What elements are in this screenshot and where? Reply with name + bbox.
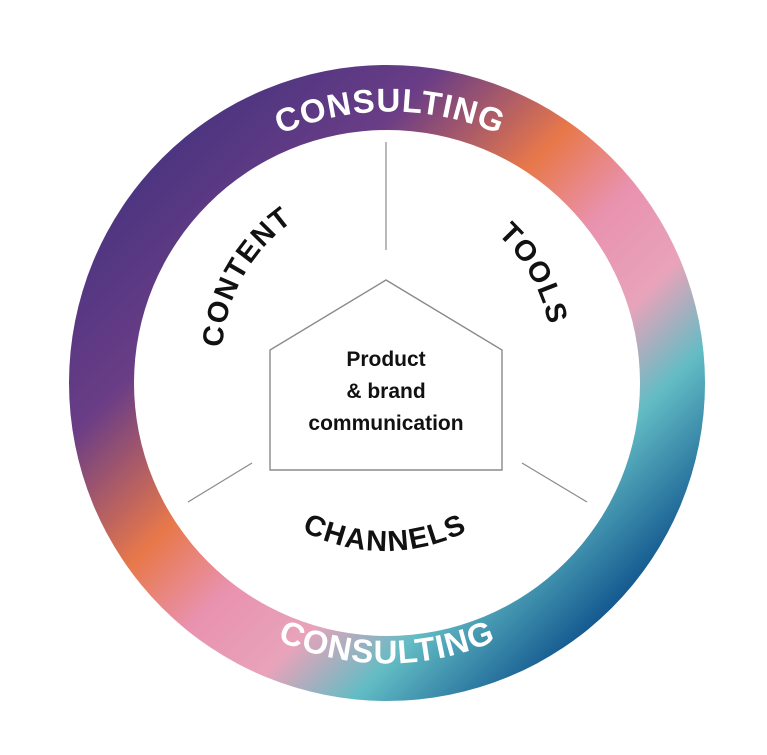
divider-left	[187, 462, 253, 503]
center-line-3: communication	[308, 412, 463, 435]
center-line-1: Product	[346, 348, 425, 371]
center-line-2: & brand	[346, 380, 425, 403]
house-shape	[269, 279, 503, 471]
divider-right	[521, 462, 588, 503]
